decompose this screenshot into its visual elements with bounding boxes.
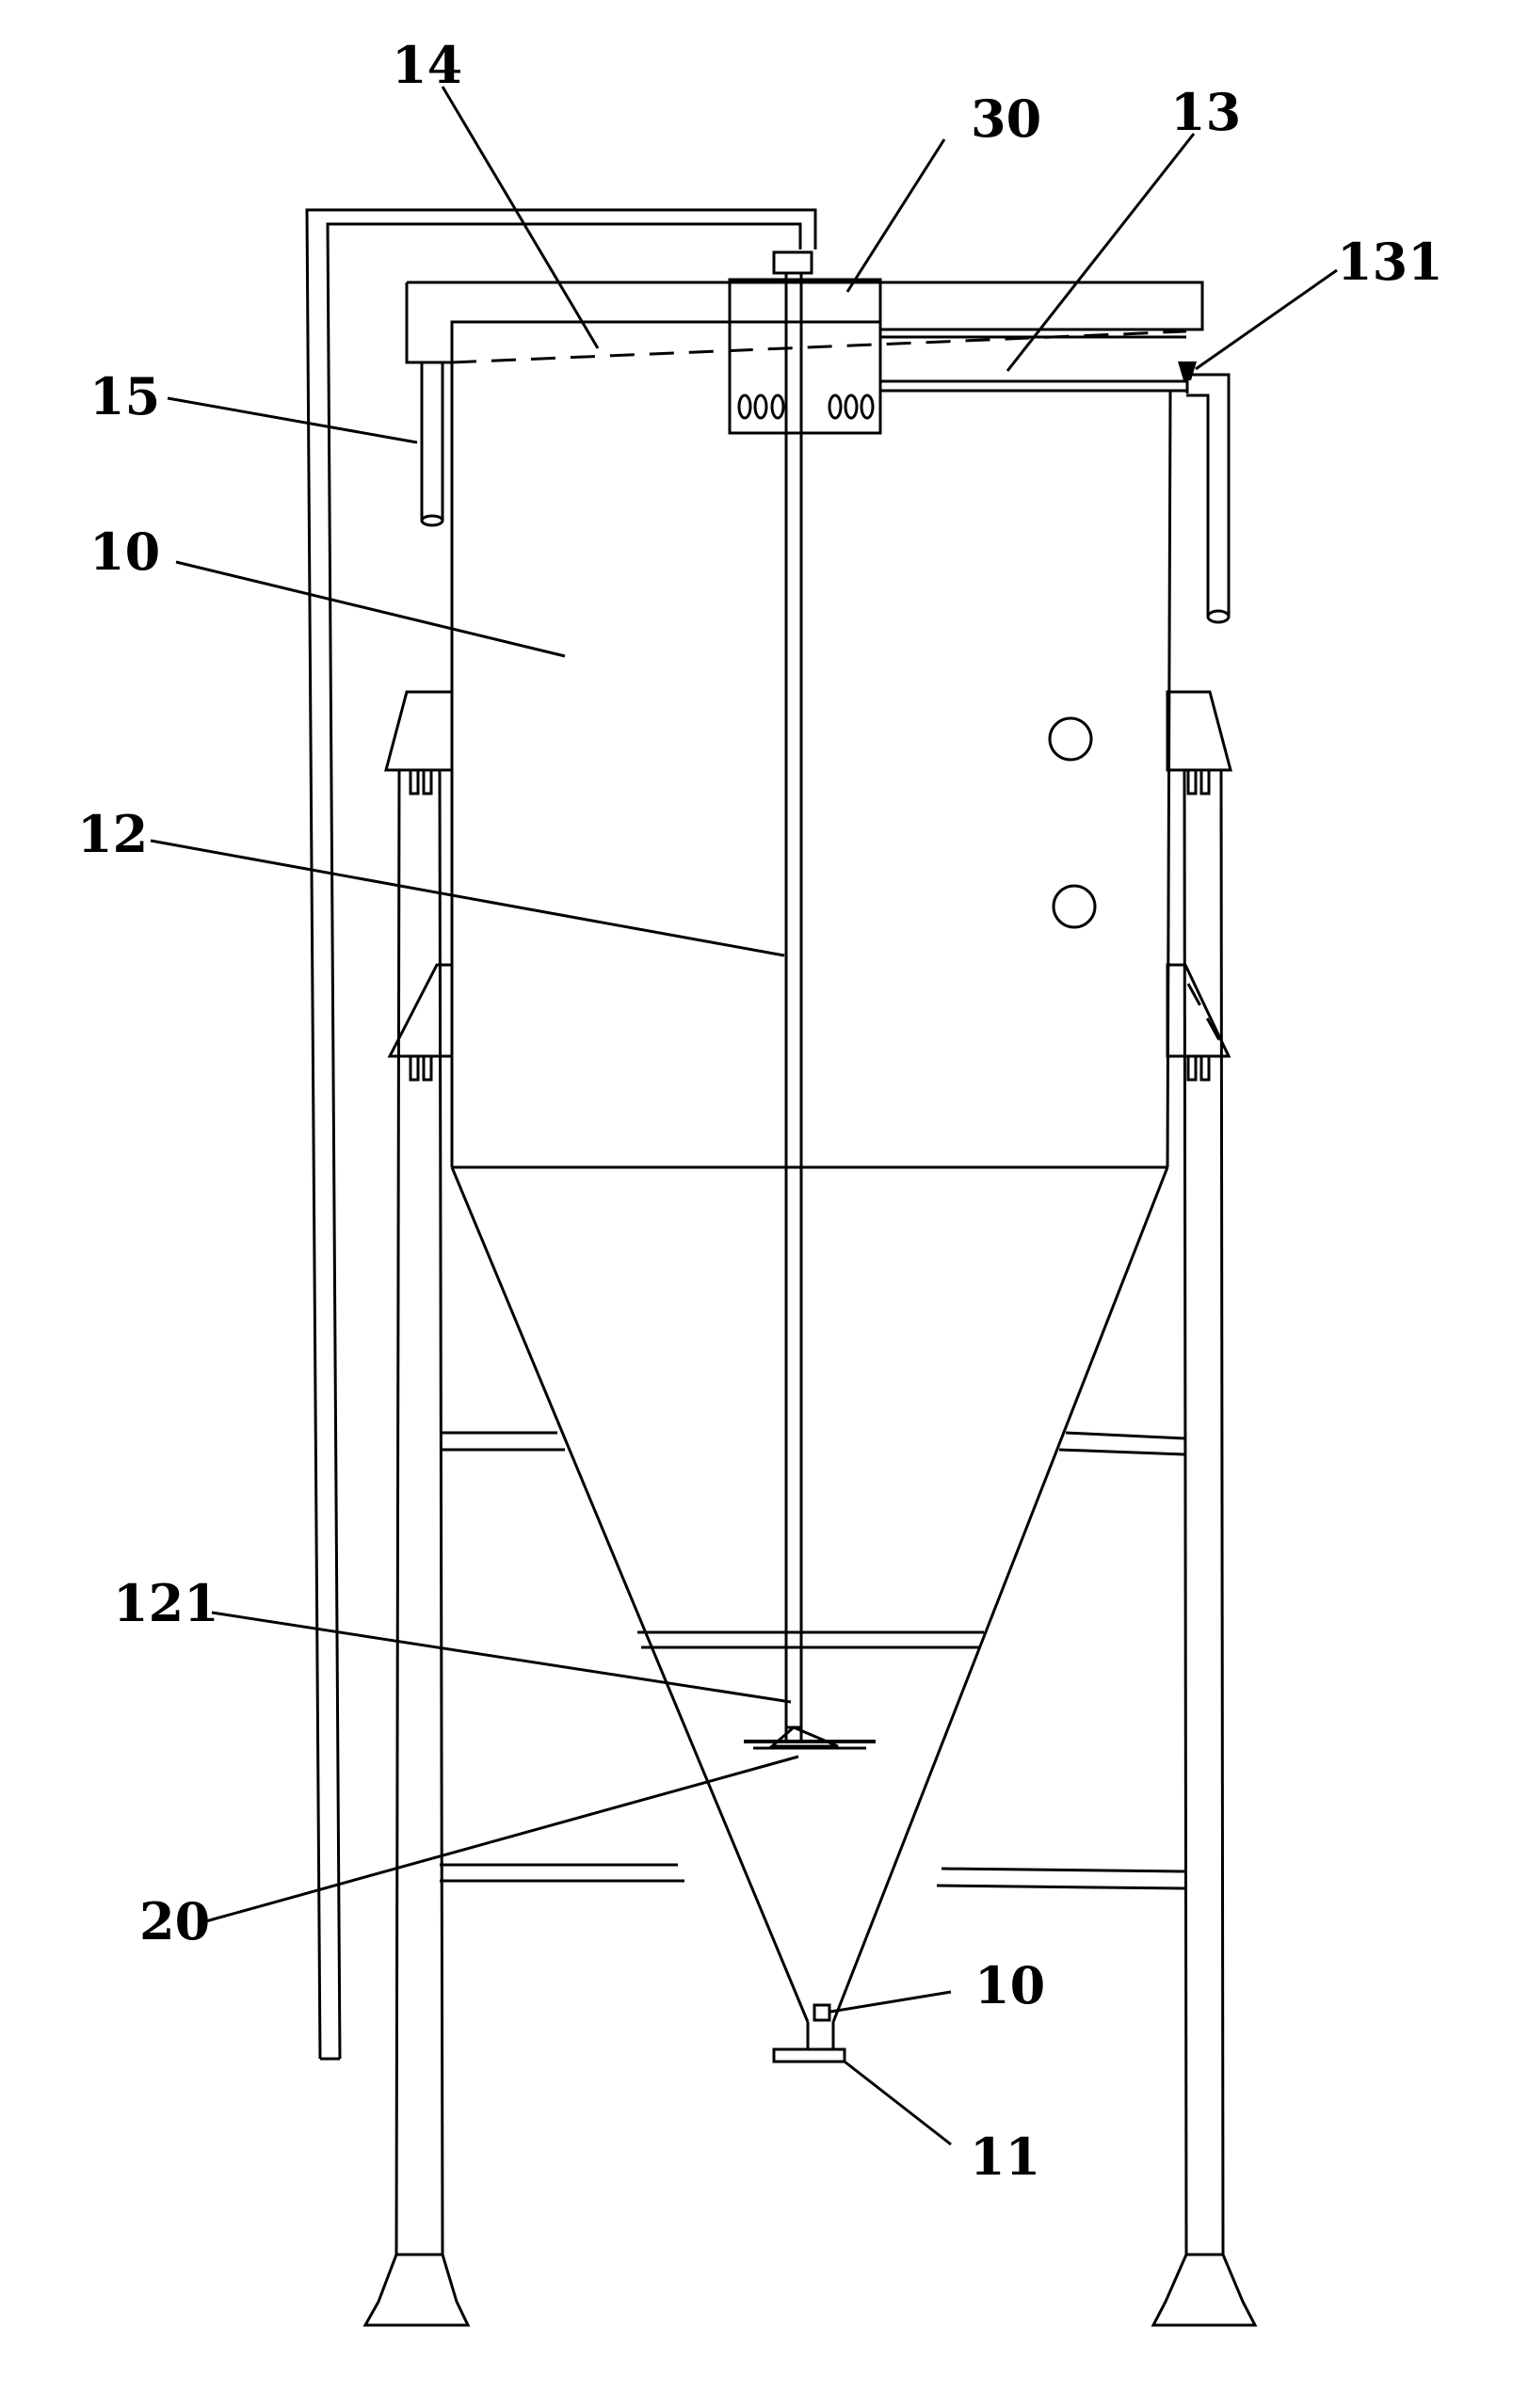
label-30: 30 bbox=[971, 88, 1041, 149]
label-15: 15 bbox=[89, 366, 160, 426]
water-level-line bbox=[451, 329, 1187, 364]
sight-windows bbox=[1048, 716, 1097, 929]
motor-housing-30 bbox=[728, 278, 882, 435]
label-121: 121 bbox=[113, 1573, 219, 1633]
valve-131 bbox=[1178, 361, 1197, 393]
leader-lines bbox=[150, 86, 1338, 2146]
vent-holes bbox=[737, 393, 875, 420]
cone-bottom bbox=[450, 1166, 1169, 2023]
bottom-drain bbox=[772, 2003, 846, 2063]
agitator-blade bbox=[744, 1726, 876, 1750]
outlet-pipe-15 bbox=[420, 362, 444, 527]
label-20: 20 bbox=[139, 1891, 210, 1951]
cross-braces bbox=[440, 1431, 1185, 1890]
reference-labels: 14 30 13 131 15 10 12 121 20 10 11 bbox=[77, 35, 1443, 2187]
label-13: 13 bbox=[1170, 82, 1241, 142]
side-return-pipe bbox=[305, 208, 817, 2061]
left-leg bbox=[362, 690, 471, 2327]
outlet-pipe-13 bbox=[880, 373, 1231, 624]
label-10-top: 10 bbox=[89, 522, 160, 582]
tank-body bbox=[450, 362, 1172, 1169]
label-14: 14 bbox=[392, 35, 462, 95]
label-12: 12 bbox=[77, 804, 148, 864]
right-leg bbox=[1151, 690, 1258, 2327]
shaft-12 bbox=[772, 250, 813, 1740]
label-131: 131 bbox=[1337, 232, 1443, 292]
label-10-bottom: 10 bbox=[974, 1955, 1045, 2015]
label-11: 11 bbox=[970, 2127, 1040, 2187]
